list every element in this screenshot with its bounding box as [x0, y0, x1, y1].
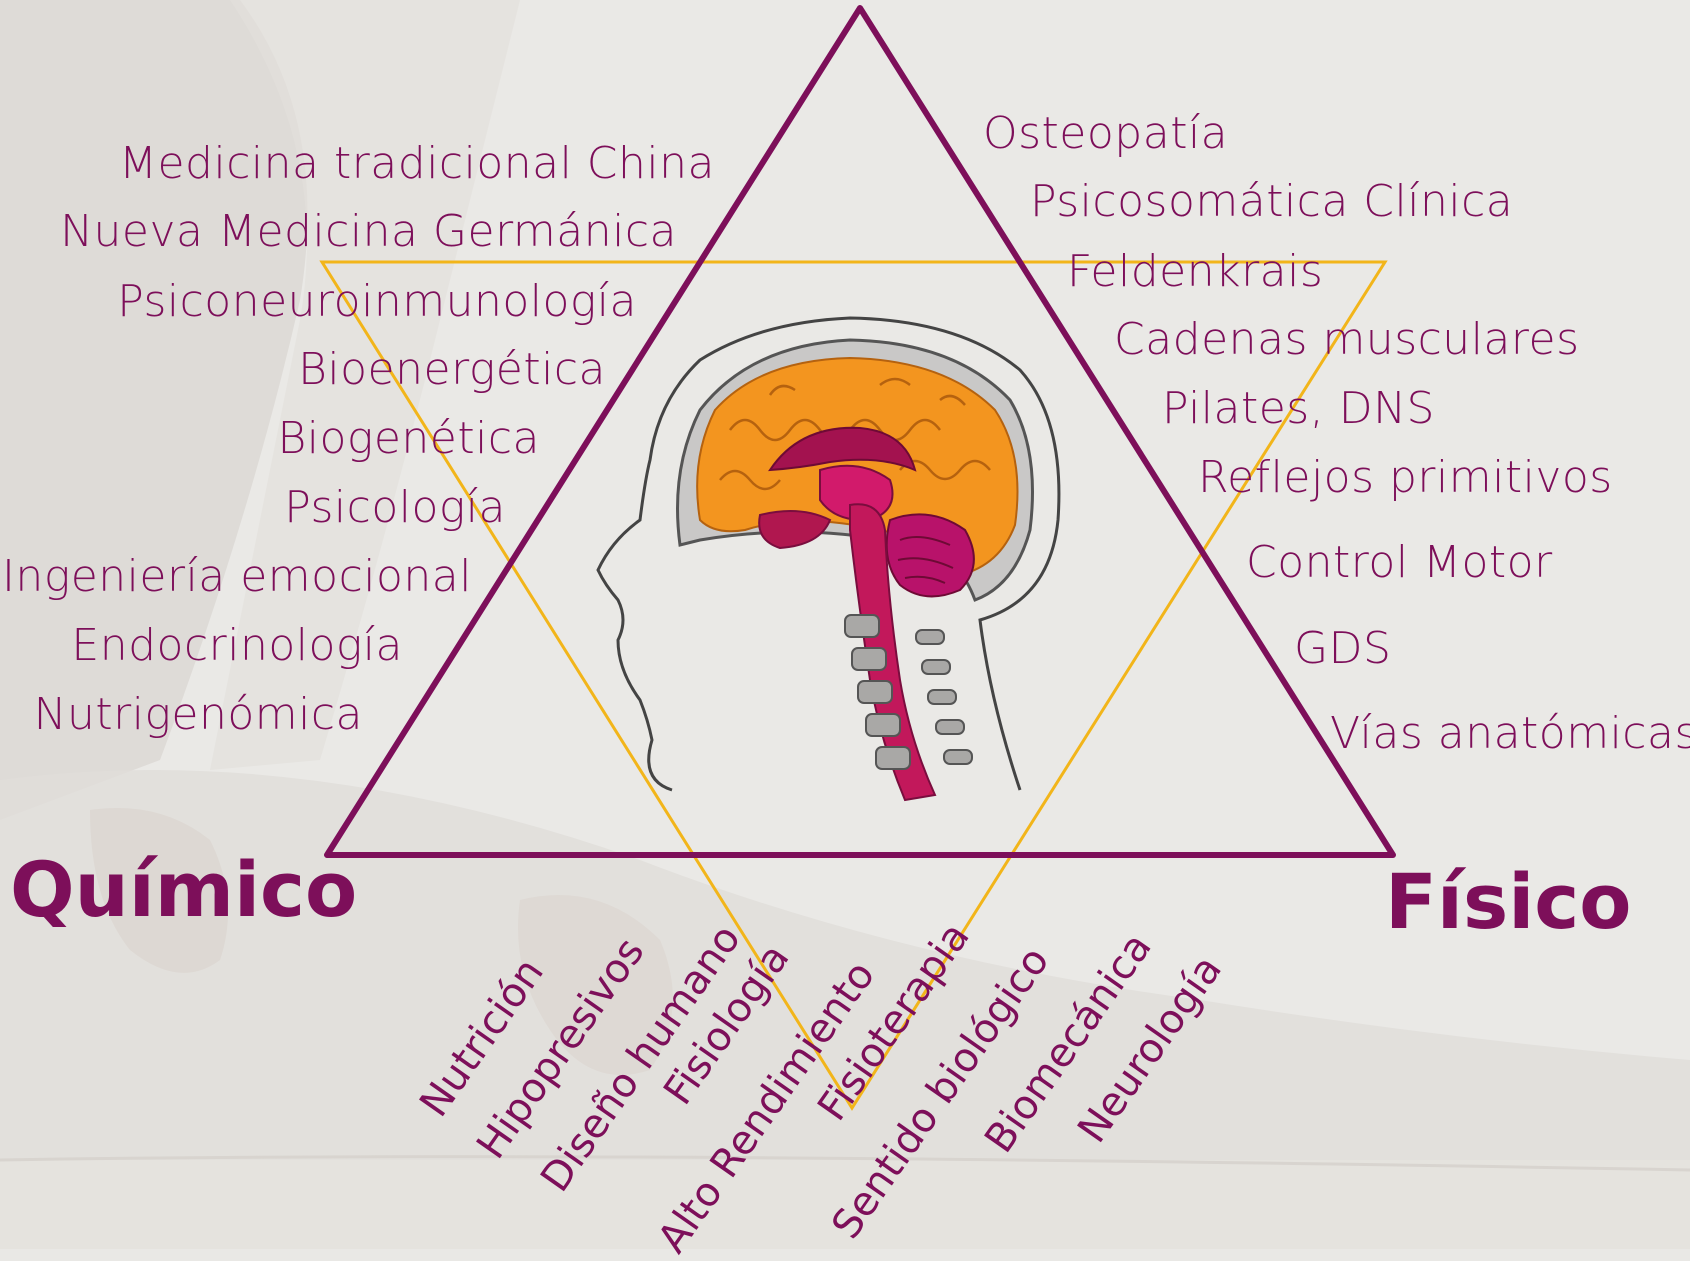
right-label: Pilates, DNS	[1162, 387, 1435, 431]
left-label: Nueva Medicina Germánica	[60, 210, 677, 254]
right-label: Vías anatómicas	[1330, 712, 1690, 756]
right-label: Reflejos primitivos	[1198, 456, 1613, 500]
left-label: Medicina tradicional China	[119, 142, 715, 186]
left-label: Ingeniería emocional	[2, 555, 472, 599]
right-label: Feldenkrais	[1067, 250, 1323, 294]
corner-quimico: Químico	[10, 852, 357, 928]
right-label: GDS	[1294, 627, 1391, 671]
left-label: Bioenergética	[298, 348, 606, 392]
left-label: Psiconeuroinmunología	[117, 280, 637, 324]
right-label: Cadenas musculares	[1114, 318, 1580, 362]
right-label: Control Motor	[1246, 541, 1553, 585]
left-label: Psicología	[284, 486, 506, 530]
corner-fisico: Físico	[1385, 864, 1632, 940]
right-label: Psicosomática Clínica	[1030, 180, 1513, 224]
left-label: Nutrigenómica	[34, 693, 363, 737]
left-label: Biogenética	[277, 417, 540, 461]
left-label: Endocrinología	[71, 624, 403, 668]
brain-head-sagittal-icon	[598, 318, 1059, 800]
right-label: Osteopatía	[983, 112, 1228, 156]
